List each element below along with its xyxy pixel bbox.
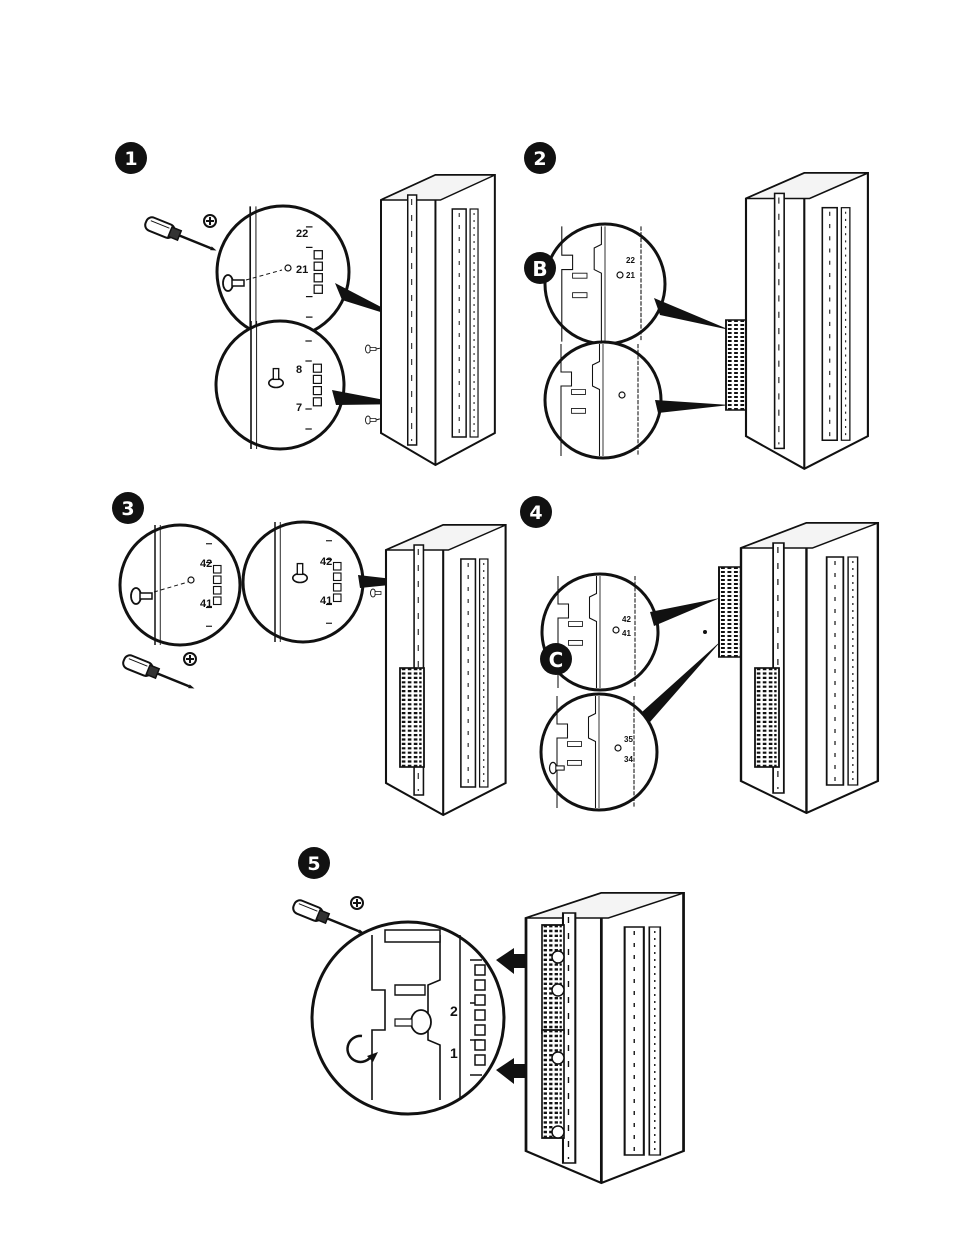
- step-4-number: 4: [529, 502, 542, 524]
- detail-label: 21: [296, 264, 308, 276]
- cable-manager: [542, 925, 564, 1033]
- detail-label: 42: [200, 558, 212, 570]
- cable-manager: [400, 668, 424, 767]
- detail-label: 42: [320, 556, 332, 568]
- magnifier-detail-top: 22 21: [545, 224, 730, 344]
- detail-label: 2: [450, 1003, 458, 1019]
- detail-label: 22: [296, 228, 308, 240]
- step-1: 1 22 21 8 7: [115, 142, 495, 465]
- step-5-number: 5: [307, 853, 320, 875]
- detail-label: 41: [320, 595, 332, 607]
- detail-label: 35: [624, 735, 633, 744]
- step-2: 2 22 21 B: [524, 142, 868, 469]
- step-2-number: 2: [533, 148, 546, 170]
- detail-label: 22: [626, 256, 635, 265]
- detail-label: 21: [626, 271, 635, 280]
- screw-icon: [366, 416, 377, 424]
- detail-label: 42: [622, 615, 631, 624]
- magnifier-detail: 2 1: [312, 922, 504, 1114]
- magnifier-detail-left: 42 41: [120, 525, 240, 645]
- step-3-number: 3: [121, 498, 134, 520]
- screw-icon: [371, 589, 382, 597]
- detail-label: 41: [200, 598, 212, 610]
- step-5: 5 2 1: [291, 847, 683, 1183]
- phillips-head-icon: [351, 897, 363, 909]
- magnifier-detail-bottom: 8 7: [216, 321, 406, 449]
- screw-icon: [366, 345, 377, 353]
- detail-label: 34: [624, 755, 633, 764]
- detail-label: 41: [622, 629, 631, 638]
- step-3: 3 42 41 42 41: [112, 492, 506, 815]
- step-1-number: 1: [124, 148, 137, 170]
- magnifier-detail-top: 22 21: [217, 206, 406, 338]
- step-4: 4 42 41 C 35 34: [520, 496, 878, 813]
- callout-b-label: B: [532, 257, 547, 281]
- detail-label: 1: [450, 1045, 458, 1061]
- detail-label: 8: [296, 364, 302, 376]
- rack-cabinet: [746, 173, 868, 469]
- cable-manager: [542, 1030, 564, 1138]
- rack-cabinet: [381, 175, 495, 465]
- magnifier-detail-bottom: [545, 342, 730, 458]
- callout-c-label: C: [549, 648, 564, 672]
- phillips-head-icon: [184, 653, 196, 665]
- cable-manager: [755, 668, 779, 767]
- detail-label: 7: [296, 402, 302, 414]
- phillips-head-icon: [204, 215, 216, 227]
